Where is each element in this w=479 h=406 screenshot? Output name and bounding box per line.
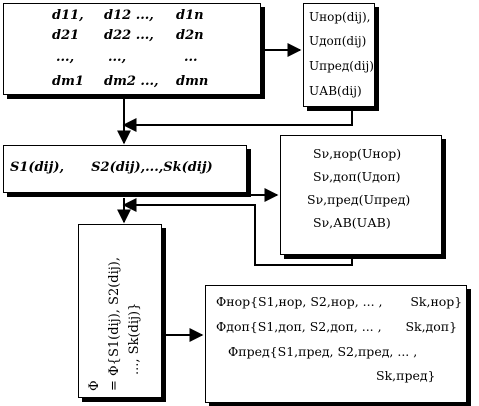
matrix-cell: d2n <box>176 28 204 43</box>
phi-set-line: Sk,пред} <box>376 368 436 383</box>
phi-set-line: Φдоп{S1,доп, S2,доп, ... , Sk,доп} <box>216 319 458 334</box>
phi-line: = Φ{S1(dij), S2(dij), <box>107 256 122 391</box>
matrix-cell: d11, <box>52 8 84 23</box>
phi-box: Φ = Φ{S1(dij), S2(dij), ..., Sk(dij)} <box>78 224 162 398</box>
phi-line: ..., Sk(dij)} <box>127 302 142 375</box>
u-line: Uдоп(dij) <box>309 34 367 48</box>
matrix-cell: d21 <box>52 28 80 43</box>
s-box: S1(dij), S2(dij),...,Sk(dij) <box>3 145 247 193</box>
matrix-cell: ..., <box>56 50 75 65</box>
matrix-cell: dm2 ..., <box>104 74 159 89</box>
matrix-box: d11, d12 ..., d1n d21 d22 ..., d2n ..., … <box>3 3 261 95</box>
sv-box: Sν,нор(Uнор) Sν,доп(Uдоп) Sν,пред(Uпред)… <box>280 135 442 255</box>
s-line: S1(dij), S2(dij),...,Sk(dij) <box>10 160 213 175</box>
phi-set-line: Φнор{S1,нор, S2,нор, ... , Sk,нор} <box>216 294 463 309</box>
matrix-cell: dmn <box>176 74 209 89</box>
sv-line: Sν,пред(Uпред) <box>307 192 411 207</box>
phi-line: Φ <box>87 380 102 391</box>
u-line: UАВ(dij) <box>309 84 362 98</box>
u-line: Uнор(dij), <box>309 10 371 24</box>
matrix-cell: d12 ..., <box>104 8 154 23</box>
matrix-cell: ..., <box>108 50 127 65</box>
matrix-cell: ... <box>184 50 198 65</box>
phi-set-box: Φнор{S1,нор, S2,нор, ... , Sk,нор} Φдоп{… <box>205 285 467 403</box>
sv-line: Sν,АВ(UАВ) <box>313 215 391 230</box>
matrix: d11, d12 ..., d1n d21 d22 ..., d2n ..., … <box>4 4 262 96</box>
matrix-cell: d1n <box>176 8 204 23</box>
phi-set-line: Φпред{S1,пред, S2,пред, ... , <box>228 344 418 359</box>
sv-line: Sν,нор(Uнор) <box>313 146 402 161</box>
u-box: Uнор(dij), Uдоп(dij) Uпред(dij) UАВ(dij) <box>303 3 375 107</box>
u-line: Uпред(dij) <box>309 59 374 73</box>
matrix-cell: dm1 <box>52 74 84 89</box>
sv-line: Sν,доп(Uдоп) <box>313 169 401 184</box>
matrix-cell: d22 ..., <box>104 28 154 43</box>
